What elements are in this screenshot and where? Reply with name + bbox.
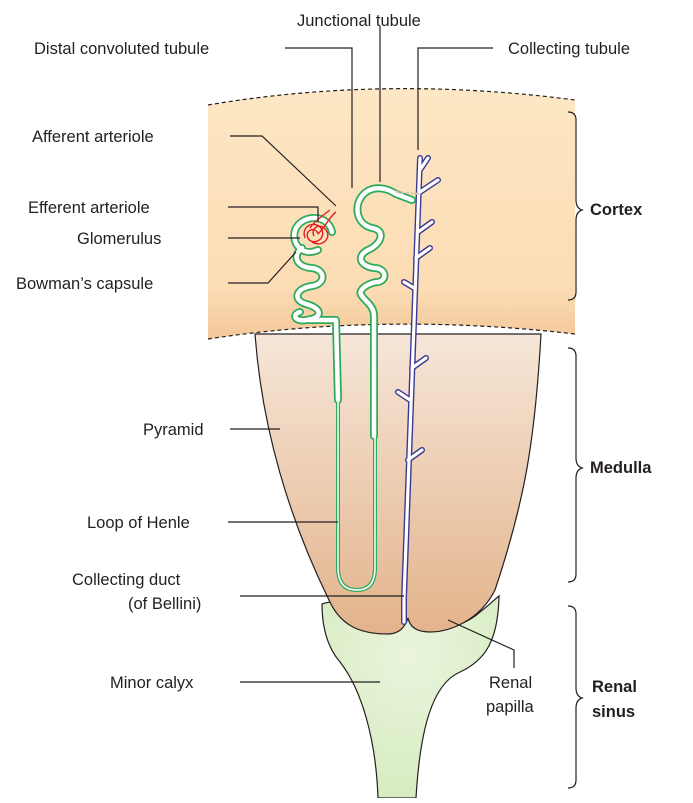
label-afferent-arteriole: Afferent arteriole: [32, 128, 154, 146]
label-collecting-duct-line2: (of Bellini): [128, 595, 201, 613]
label-renal-papilla-line2: papilla: [486, 698, 535, 716]
label-cortex: Cortex: [590, 201, 643, 219]
label-efferent-arteriole: Efferent arteriole: [28, 199, 150, 217]
label-medulla: Medulla: [590, 459, 652, 477]
label-minor-calyx: Minor calyx: [110, 674, 194, 692]
label-distal-convoluted-tubule: Distal convoluted tubule: [34, 40, 209, 58]
label-pyramid: Pyramid: [143, 421, 204, 439]
label-renal-sinus-line1: Renal: [592, 678, 637, 696]
label-renal-papilla-line1: Renal: [489, 674, 532, 692]
minor-calyx-shape: [322, 596, 499, 798]
renal-sinus-brace: [568, 606, 582, 788]
medulla-shape: [255, 334, 541, 634]
label-collecting-duct-line1: Collecting duct: [72, 571, 181, 589]
label-bowmans-capsule: Bowman’s capsule: [16, 275, 153, 293]
label-glomerulus: Glomerulus: [77, 230, 161, 248]
label-renal-sinus-line2: sinus: [592, 703, 635, 721]
label-loop-of-henle: Loop of Henle: [87, 514, 190, 532]
cortex-shape: [208, 89, 575, 339]
medulla-brace: [568, 348, 582, 582]
label-collecting-tubule: Collecting tubule: [508, 40, 630, 58]
label-junctional-tubule: Junctional tubule: [297, 12, 421, 30]
